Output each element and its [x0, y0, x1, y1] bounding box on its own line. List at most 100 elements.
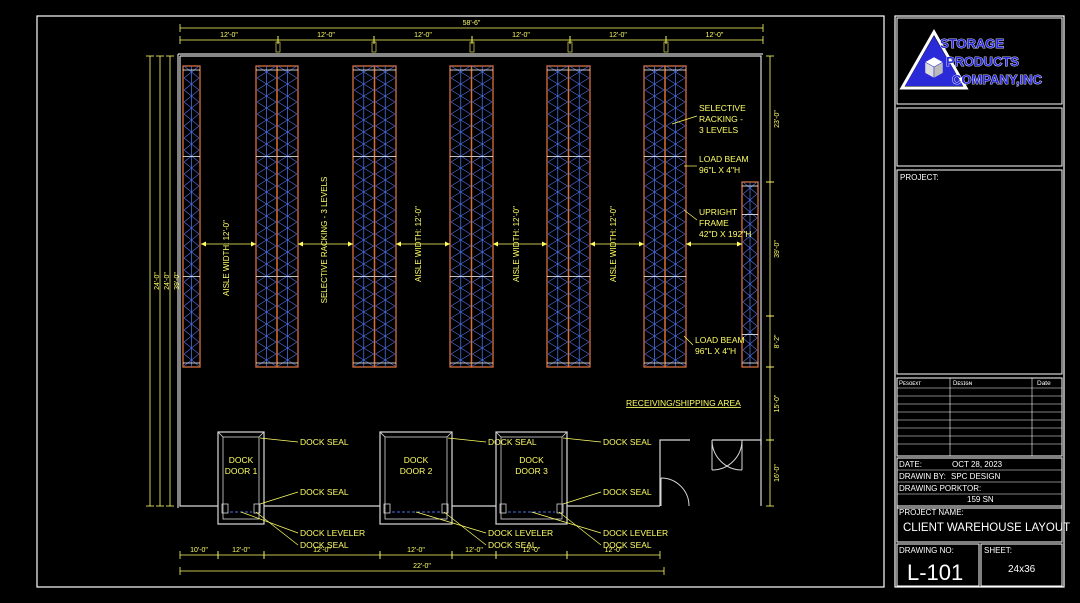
dock-seal-mid: DOCK SEAL [300, 487, 349, 497]
drawing-no-value: L-101 [907, 560, 963, 585]
dim-label: 12'-0" [232, 547, 250, 554]
callout-beam-top-1: LOAD BEAM [699, 154, 749, 164]
dim-label: 12'-0" [523, 547, 541, 554]
dock-outer [217, 431, 265, 525]
left-dim-3: 39'-0" [166, 55, 181, 507]
revision-table [896, 377, 1063, 457]
dim-label: 12'-0" [706, 32, 724, 39]
callout-beam-bottom-1: LOAD BEAM [695, 335, 745, 345]
leader [415, 511, 487, 534]
dock-name-line-2: DOOR 2 [400, 466, 433, 476]
callout-selective-2: RACKING - [699, 114, 743, 124]
drawn-by-value: SPC DESIGN [951, 472, 1001, 481]
sheet-value: 24x36 [1008, 564, 1036, 575]
right-dim: 8'-2" [766, 315, 781, 368]
dock-name-line-1: DOCK [229, 455, 254, 465]
callout-selective-3: 3 LEVELS [699, 125, 739, 135]
dim-label: 8'-2" [774, 334, 781, 348]
aisle-arrow [686, 241, 742, 247]
dock-corner [561, 431, 568, 438]
dock-seal-bottom: DOCK SEAL [300, 540, 349, 550]
blank-box [896, 107, 1063, 167]
column-mark [275, 41, 281, 53]
drawing-porktor-label: DRAWING PORKTOR: [899, 484, 981, 493]
dock-corner [495, 431, 502, 438]
aisle-arrow [590, 241, 644, 247]
rack-group [182, 65, 759, 368]
leader [562, 491, 602, 505]
dim-label: 12'-0" [414, 32, 432, 39]
leader [259, 491, 299, 505]
leader [558, 511, 602, 546]
aisle-arrow [201, 241, 256, 247]
column-mark [371, 41, 377, 53]
bottom-dim: 12'-0" [566, 547, 661, 559]
dim-label: 12'-0" [605, 547, 623, 554]
column-mark [469, 41, 475, 53]
leader [443, 511, 487, 546]
dock-seal-bottom: DOCK SEAL [488, 540, 537, 550]
info-box [896, 457, 1063, 509]
callout-upright-3: 42"D X 192"H [699, 229, 751, 239]
company-logo: STORAGE PRODUCTS COMPANY,INC [899, 28, 1043, 90]
overall-width-dim: 58'-6" [179, 20, 764, 32]
bottom-dim: 12'-0" [379, 547, 453, 559]
leader [562, 437, 602, 443]
dim-label: 12'-0" [220, 32, 238, 39]
dim-label: 12'-0" [317, 32, 335, 39]
dim-label: 23'-0" [774, 110, 781, 128]
dock-outer [379, 431, 453, 525]
dock-seal-top: DOCK SEAL [300, 437, 349, 447]
dock-inner [500, 436, 563, 520]
dock-name-line-1: DOCK [404, 455, 429, 465]
bottom-dim: 12'-0" [217, 547, 265, 559]
dock-leveler-label: DOCK LEVELER [603, 528, 668, 538]
bay-dim: 12'-0" [471, 32, 571, 44]
callout-upright-2: FRAME [699, 218, 729, 228]
bottom-total-dim: 22'-0" [179, 563, 665, 575]
drawn-by-label: DRAWIN BY: [899, 472, 946, 481]
dock-corner [217, 431, 224, 438]
title-block-border [894, 15, 1065, 588]
aisle-label-2: AISLE WIDTH: 12'-0" [414, 206, 423, 282]
rack-column [741, 181, 759, 368]
revision-header-2: Dᴇsɪɢɴ [953, 381, 972, 387]
dock-name-line-2: DOOR 1 [225, 466, 258, 476]
drawing-porktor-value: 159 SN [967, 495, 994, 504]
leader [259, 437, 299, 443]
dock-seal-top: DOCK SEAL [488, 437, 537, 447]
rack-column [276, 65, 299, 368]
column-mark [663, 41, 669, 53]
door-swings [660, 439, 743, 507]
dim-label: 15'-0" [774, 394, 781, 412]
dimension-group: 58'-6"12'-0"12'-0"12'-0"12'-0"12'-0"12'-… [146, 20, 781, 575]
dock-bumper [221, 503, 229, 514]
project-label: PROJECT: [900, 173, 939, 182]
drawing-border [36, 15, 885, 588]
dock-inner [222, 436, 260, 520]
rack-column [352, 65, 376, 368]
aisle-arrow [493, 241, 547, 247]
left-dim-1: 24'-0" [146, 55, 161, 507]
callout-beam-top-2: 96"L X 4"H [699, 165, 740, 175]
dim-label: 12'-0" [313, 547, 331, 554]
dock-corner [258, 431, 265, 438]
bay-dim: 12'-0" [179, 32, 279, 44]
dim-label: 24'-0" [164, 272, 171, 290]
rack-column [470, 65, 494, 368]
leader [447, 437, 487, 443]
dock-inner [384, 436, 448, 520]
callout-leaders [671, 115, 698, 346]
callout-selective-1: SELECTIVE [699, 103, 746, 113]
dim-label: 39'-0" [174, 272, 181, 290]
right-dim: 15'-0" [766, 366, 781, 441]
dock-seal-bottom: DOCK SEAL [603, 540, 652, 550]
date-value: OCT 28, 2023 [952, 460, 1003, 469]
dock-corner [379, 431, 386, 438]
left-dim-2: 24'-0" [156, 55, 171, 507]
aisle-label-4: AISLE WIDTH: 12'-0" [609, 206, 618, 282]
right-dim: 39'-0" [766, 181, 781, 317]
dim-label: 39'-0" [774, 240, 781, 258]
callout-beam-bottom-2: 96"L X 4"H [695, 346, 736, 356]
revision-header-1: Pᴇsᴏᴇxᴛ [899, 381, 921, 387]
